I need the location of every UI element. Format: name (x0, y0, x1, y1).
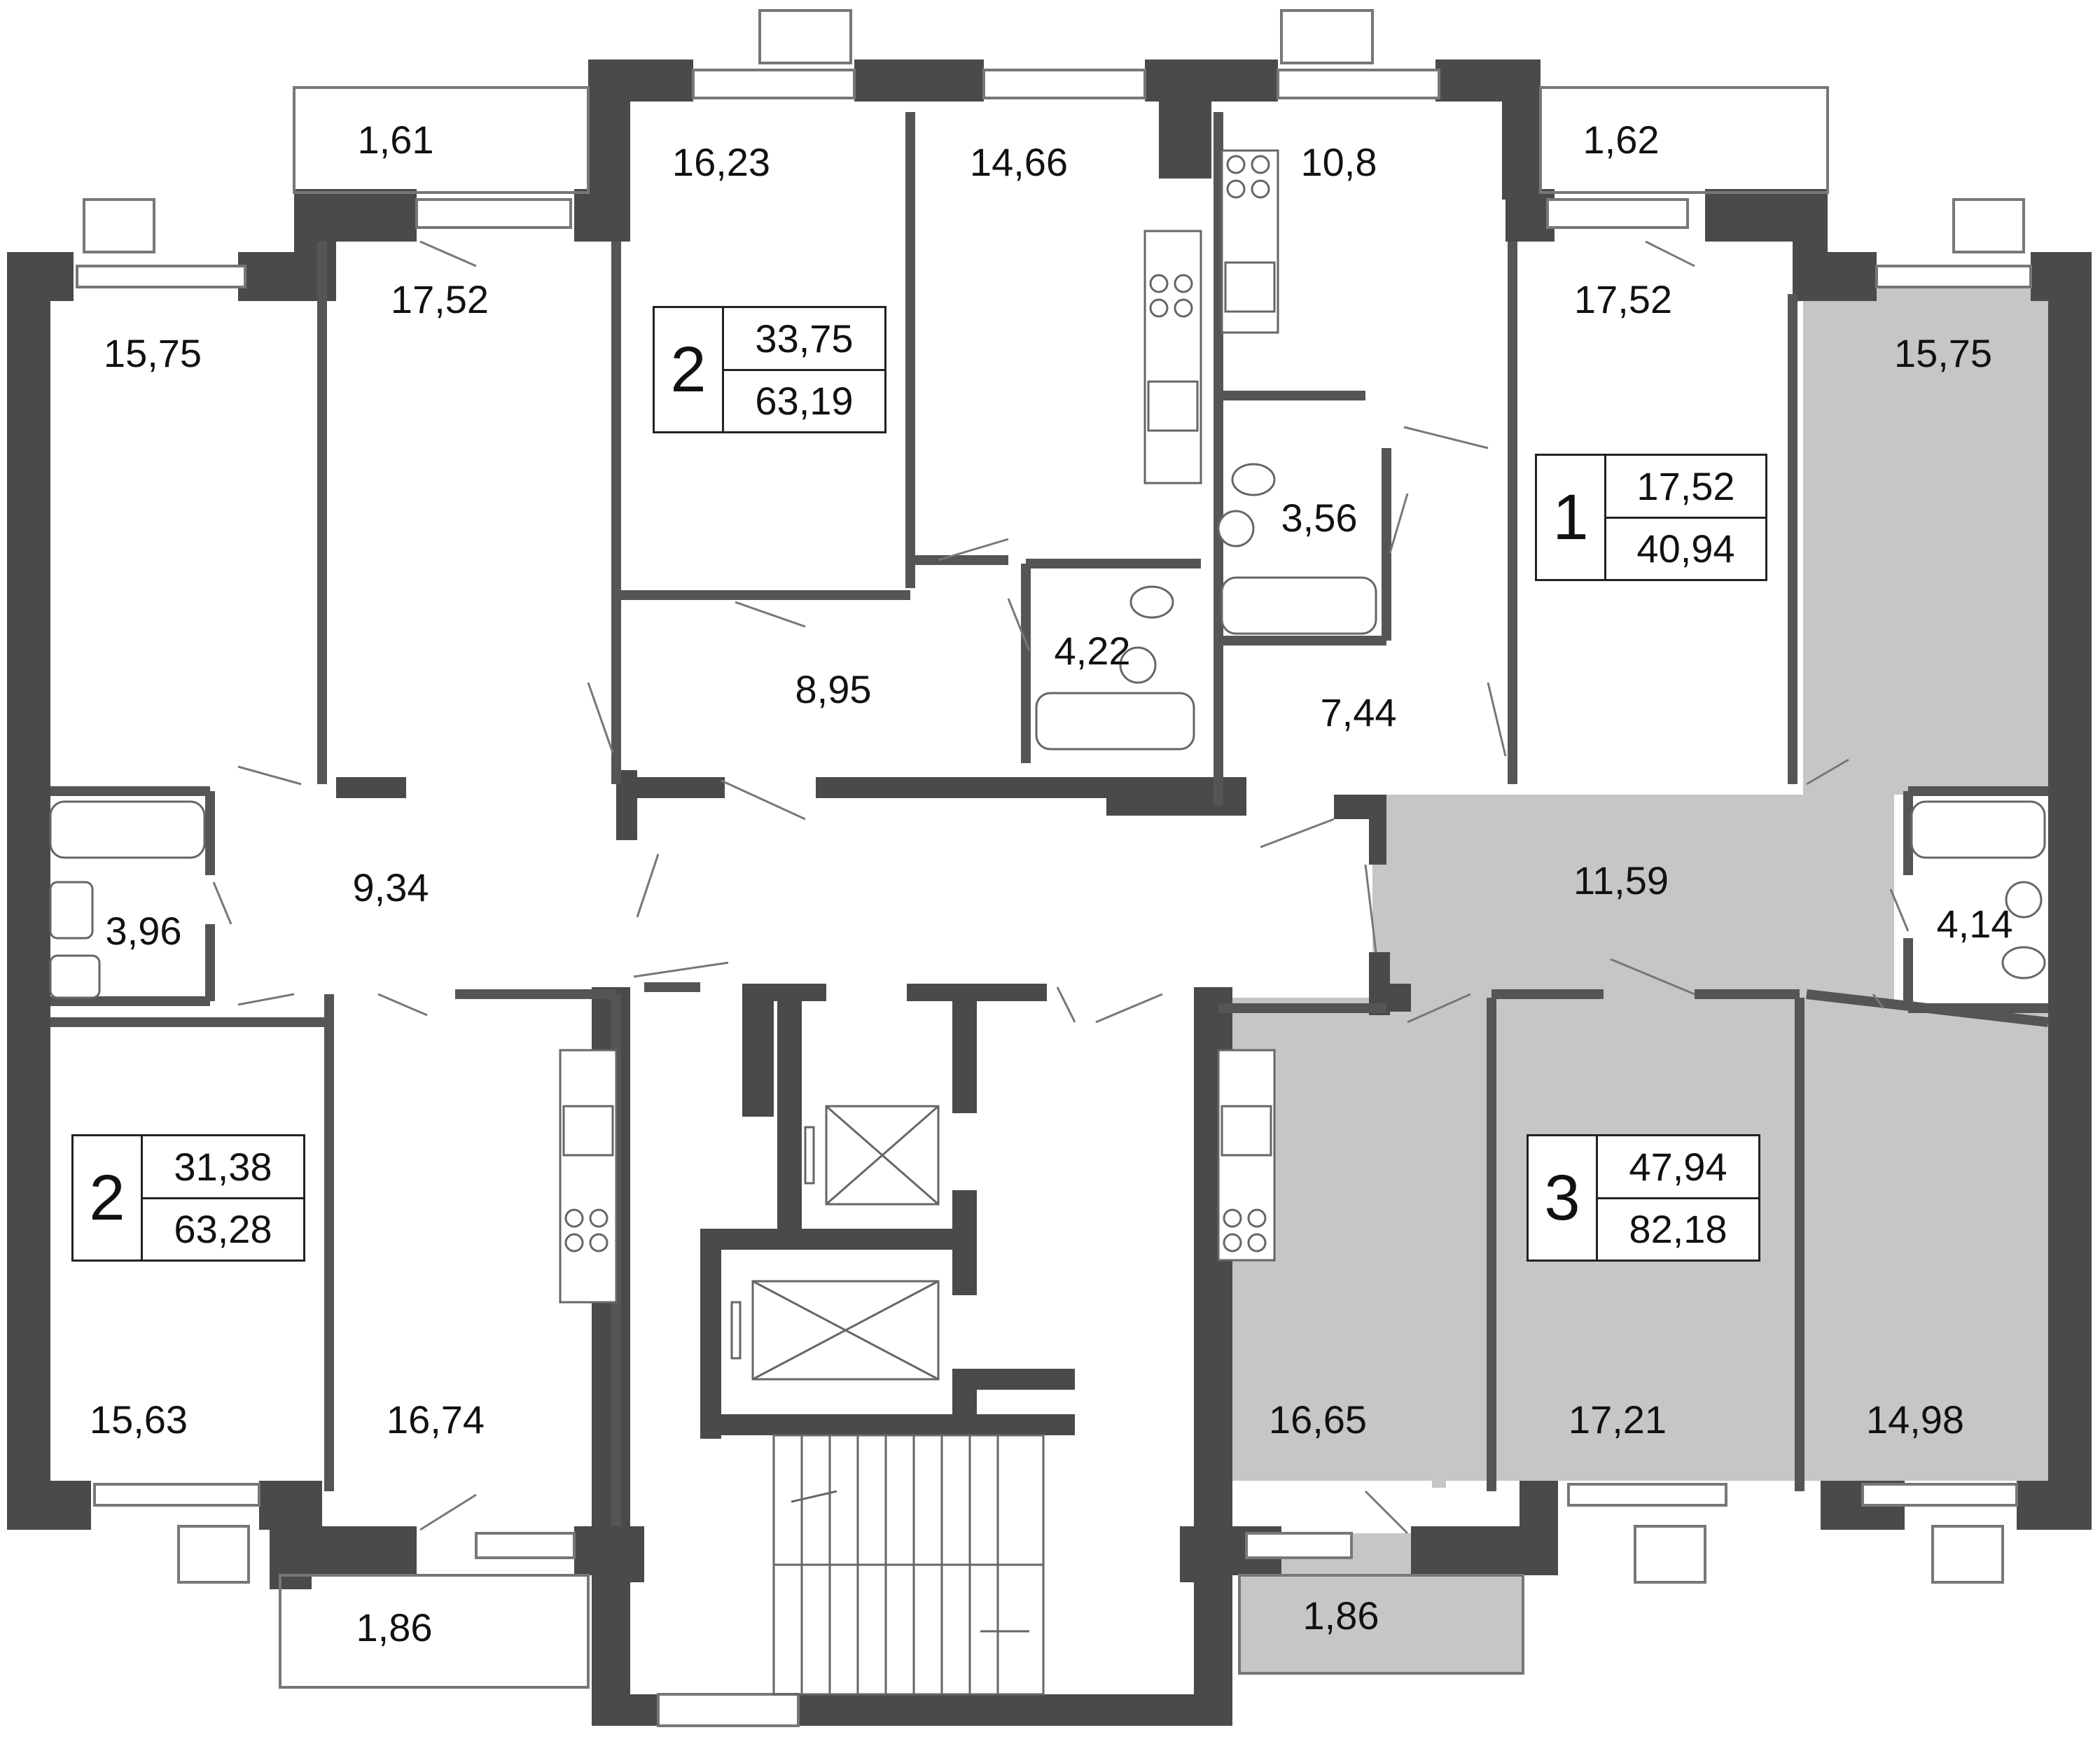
apartment-total-area: 63,19 (755, 379, 854, 424)
apartment-total-area: 82,18 (1629, 1207, 1727, 1252)
apartment-room-count: 2 (655, 308, 724, 431)
room-area-room-bottom-right-a: 17,21 (1568, 1397, 1667, 1442)
apartment-room-count: 3 (1529, 1136, 1598, 1260)
apartment-living-area: 31,38 (143, 1136, 303, 1199)
balconies (279, 86, 1829, 1689)
stairs (772, 1434, 1045, 1696)
apartment-living-area: 17,52 (1606, 456, 1765, 519)
apartment-living-area: 33,75 (724, 308, 884, 371)
windows (76, 9, 2032, 1727)
apartment-badge-top-right: 1 17,52 40,94 (1535, 454, 1767, 581)
room-area-room-bottom-right-b: 14,98 (1865, 1397, 1965, 1442)
apartment-room-count: 1 (1537, 456, 1606, 579)
room-area-bedroom-top: 16,23 (672, 140, 771, 184)
room-area-balcony-bottom-left: 1,86 (356, 1605, 433, 1649)
apartment-living-area: 47,94 (1598, 1136, 1758, 1199)
room-area-hall-left: 9,34 (352, 865, 429, 909)
room-area-kitchen-top: 14,66 (969, 140, 1069, 184)
room-area-bath-right: 4,14 (1936, 902, 2013, 946)
room-area-kitchen-top-right: 10,8 (1300, 140, 1377, 184)
apartment-badge-top-left: 2 33,75 63,19 (653, 306, 886, 433)
elevators (730, 1105, 940, 1381)
room-area-bath-top-center: 4,22 (1054, 629, 1131, 673)
room-area-hall-top-center: 8,95 (795, 667, 872, 711)
room-area-balcony-top-right: 1,62 (1583, 118, 1660, 162)
room-area-kitchen-bottom-right: 16,65 (1268, 1397, 1368, 1442)
room-area-hall-top-right: 7,44 (1320, 690, 1397, 734)
room-area-living-far-left: 15,75 (103, 331, 202, 375)
door-swings (212, 240, 1910, 1535)
apartment-total-area: 63,28 (174, 1207, 272, 1252)
room-area-bedroom-right: 17,52 (1573, 277, 1673, 321)
partitions (50, 112, 2049, 1526)
room-area-bedroom-left: 17,52 (390, 277, 489, 321)
apartment-badge-bottom-right: 3 47,94 82,18 (1527, 1134, 1760, 1262)
room-area-bath-left: 3,96 (105, 909, 182, 953)
room-area-bath-top-right: 3,56 (1281, 496, 1358, 540)
room-area-living-far-right: 15,75 (1893, 331, 1993, 375)
room-area-balcony-top-left: 1,61 (357, 118, 434, 162)
apartment-badge-bottom-left: 2 31,38 63,28 (71, 1134, 305, 1262)
apartment-total-area: 40,94 (1636, 526, 1735, 571)
room-area-balcony-bottom-right: 1,86 (1302, 1593, 1379, 1638)
walls (7, 60, 2092, 1726)
room-area-room-bottom-left: 15,63 (89, 1397, 188, 1442)
fixtures (49, 149, 2046, 1304)
room-area-hall-right: 11,59 (1573, 858, 1669, 902)
apartment-room-count: 2 (74, 1136, 143, 1260)
room-area-kitchen-bottom-left: 16,74 (386, 1397, 485, 1442)
